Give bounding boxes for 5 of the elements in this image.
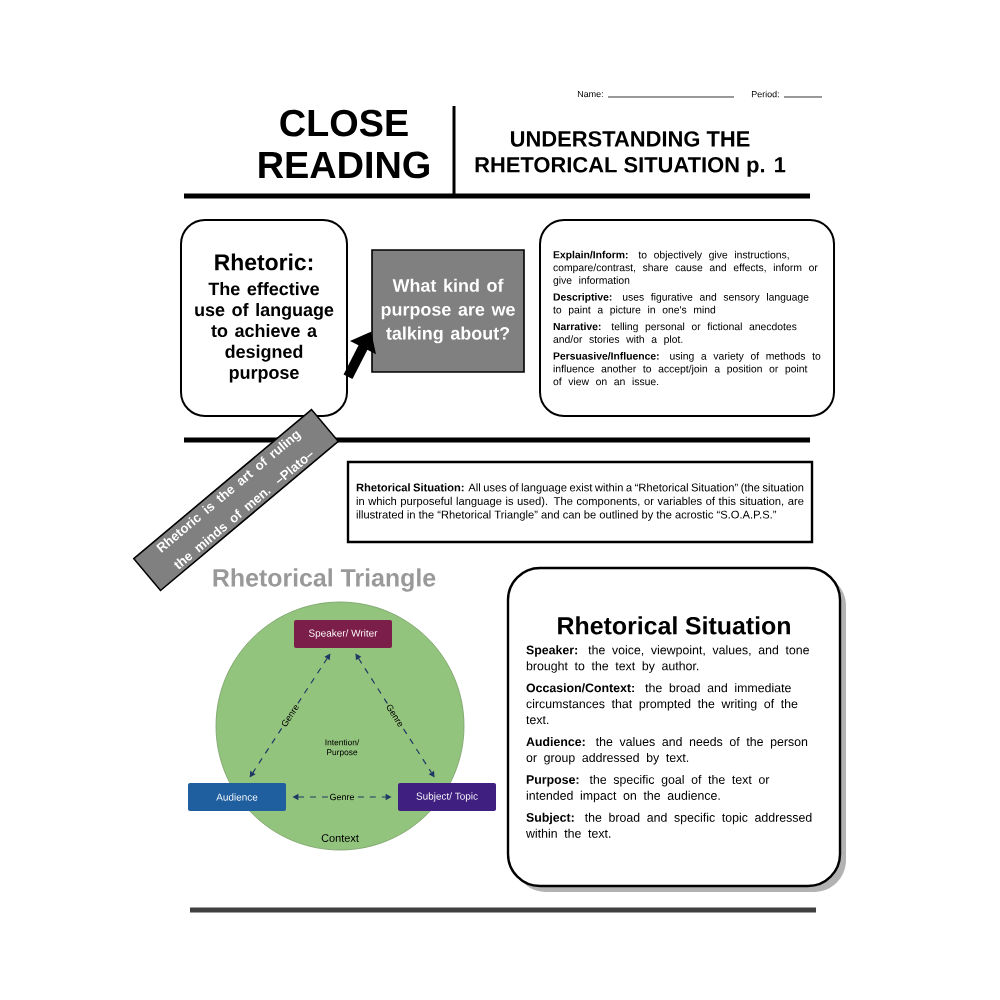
arrow [249,653,331,778]
question-box: What kind of purpose are we talking about? [371,249,525,373]
page-heading: CLOSE READING [259,109,429,179]
definition-card: Rhetoric: The effective use of language to achieve a designed purpose [180,219,348,417]
page-title: UNDERSTANDING THE RHETORICAL SITUATION p. 1 [475,131,786,177]
